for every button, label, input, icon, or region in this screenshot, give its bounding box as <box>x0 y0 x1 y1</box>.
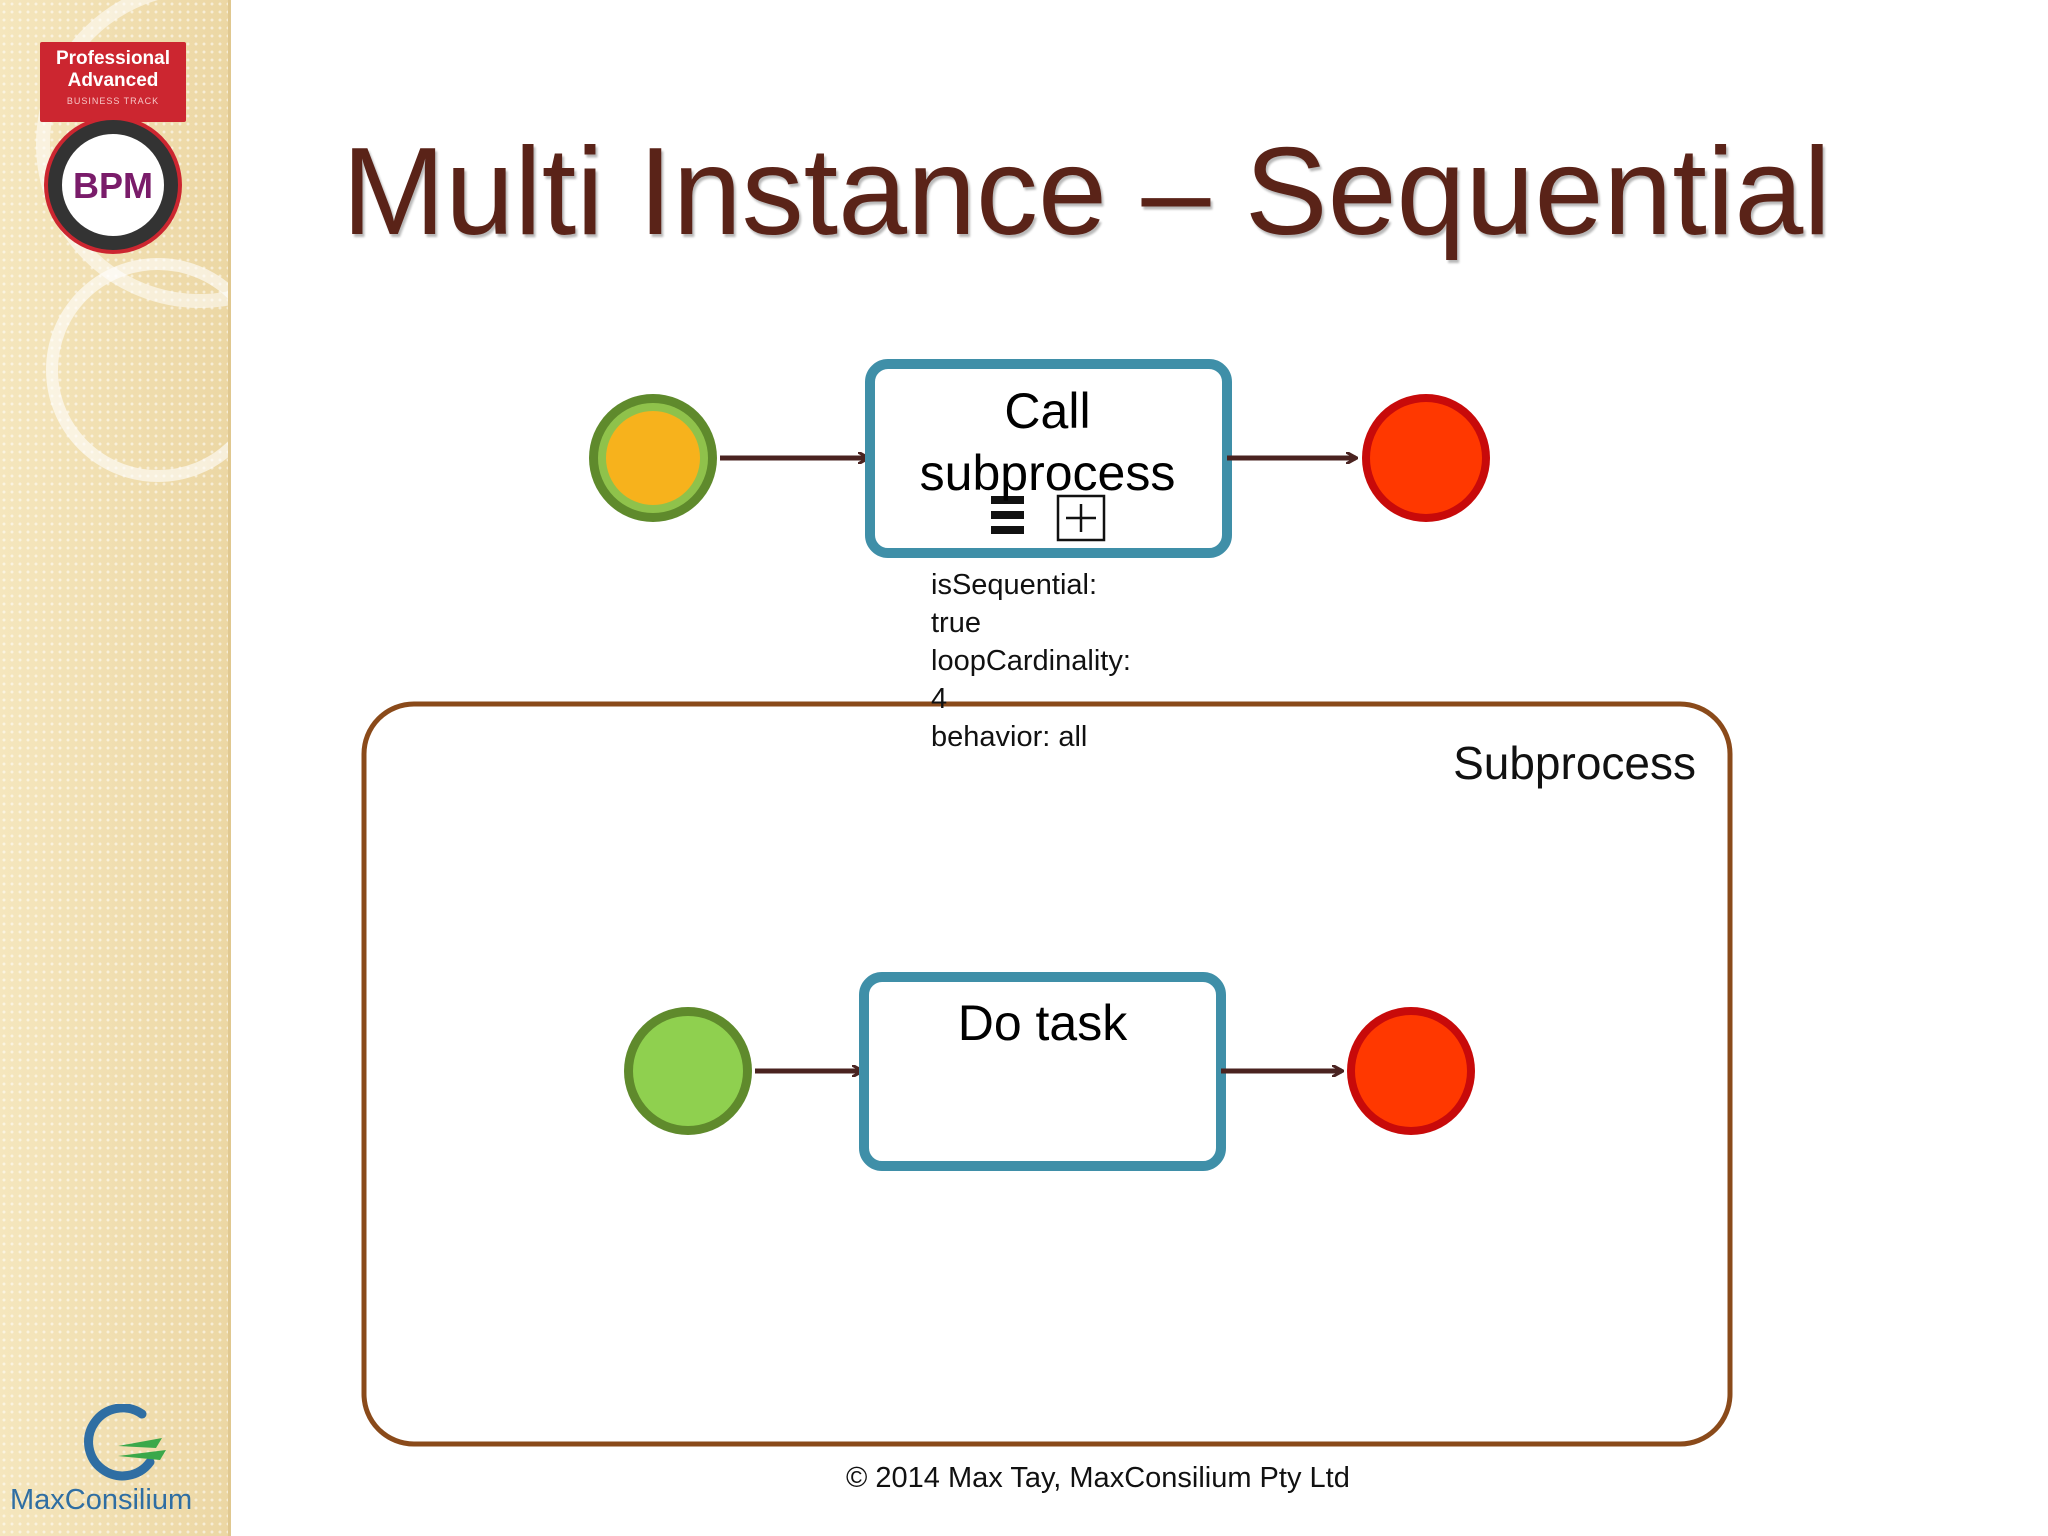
sequential-multi-instance-icon <box>991 496 1024 534</box>
property-line: 4 <box>931 683 948 715</box>
end-event-sub <box>1347 1007 1475 1135</box>
call-label-line-1: Call <box>1004 383 1091 439</box>
brand-name: MaxConsilium <box>10 1484 193 1516</box>
do-task-label: Do task <box>957 995 1128 1051</box>
copyright-footer: © 2014 Max Tay, MaxConsilium Pty Ltd <box>846 1462 1350 1494</box>
badge-line-3: BUSINESS TRACK <box>66 96 160 106</box>
badge-line-2: Advanced <box>67 70 159 91</box>
bpm-certification-badge: Professional Advanced BUSINESS TRACK BPM <box>40 42 186 258</box>
property-line: isSequential: <box>931 569 1098 601</box>
badge-line-1: Professional <box>55 48 171 69</box>
end-event-top <box>1362 394 1490 522</box>
call-subprocess-label: Call subprocess <box>880 380 1215 504</box>
subprocess-label: Subprocess <box>1453 737 1696 789</box>
call-label-line-2: subprocess <box>919 445 1176 501</box>
decorative-sidebar: Professional Advanced BUSINESS TRACK BPM… <box>0 0 231 1536</box>
subprocess-container <box>361 701 1733 1447</box>
badge-banner: Professional Advanced BUSINESS TRACK <box>40 42 186 122</box>
property-line: loopCardinality: <box>931 645 1131 677</box>
page-title: Multi Instance – Sequential <box>342 123 1831 261</box>
maxconsilium-logo: MaxConsilium <box>6 1404 220 1524</box>
badge-seal-text: BPM <box>73 165 153 206</box>
start-event-top <box>589 394 717 522</box>
property-line: true <box>931 607 981 639</box>
multi-instance-properties: isSequential: true loopCardinality: 4 be… <box>931 566 1171 756</box>
maxconsilium-logo-icon <box>84 1404 166 1481</box>
property-line: behavior: all <box>931 721 1088 753</box>
collapsed-subprocess-plus-icon <box>1056 494 1106 542</box>
start-event-sub <box>624 1007 752 1135</box>
bpm-seal-icon: BPM <box>44 116 182 254</box>
